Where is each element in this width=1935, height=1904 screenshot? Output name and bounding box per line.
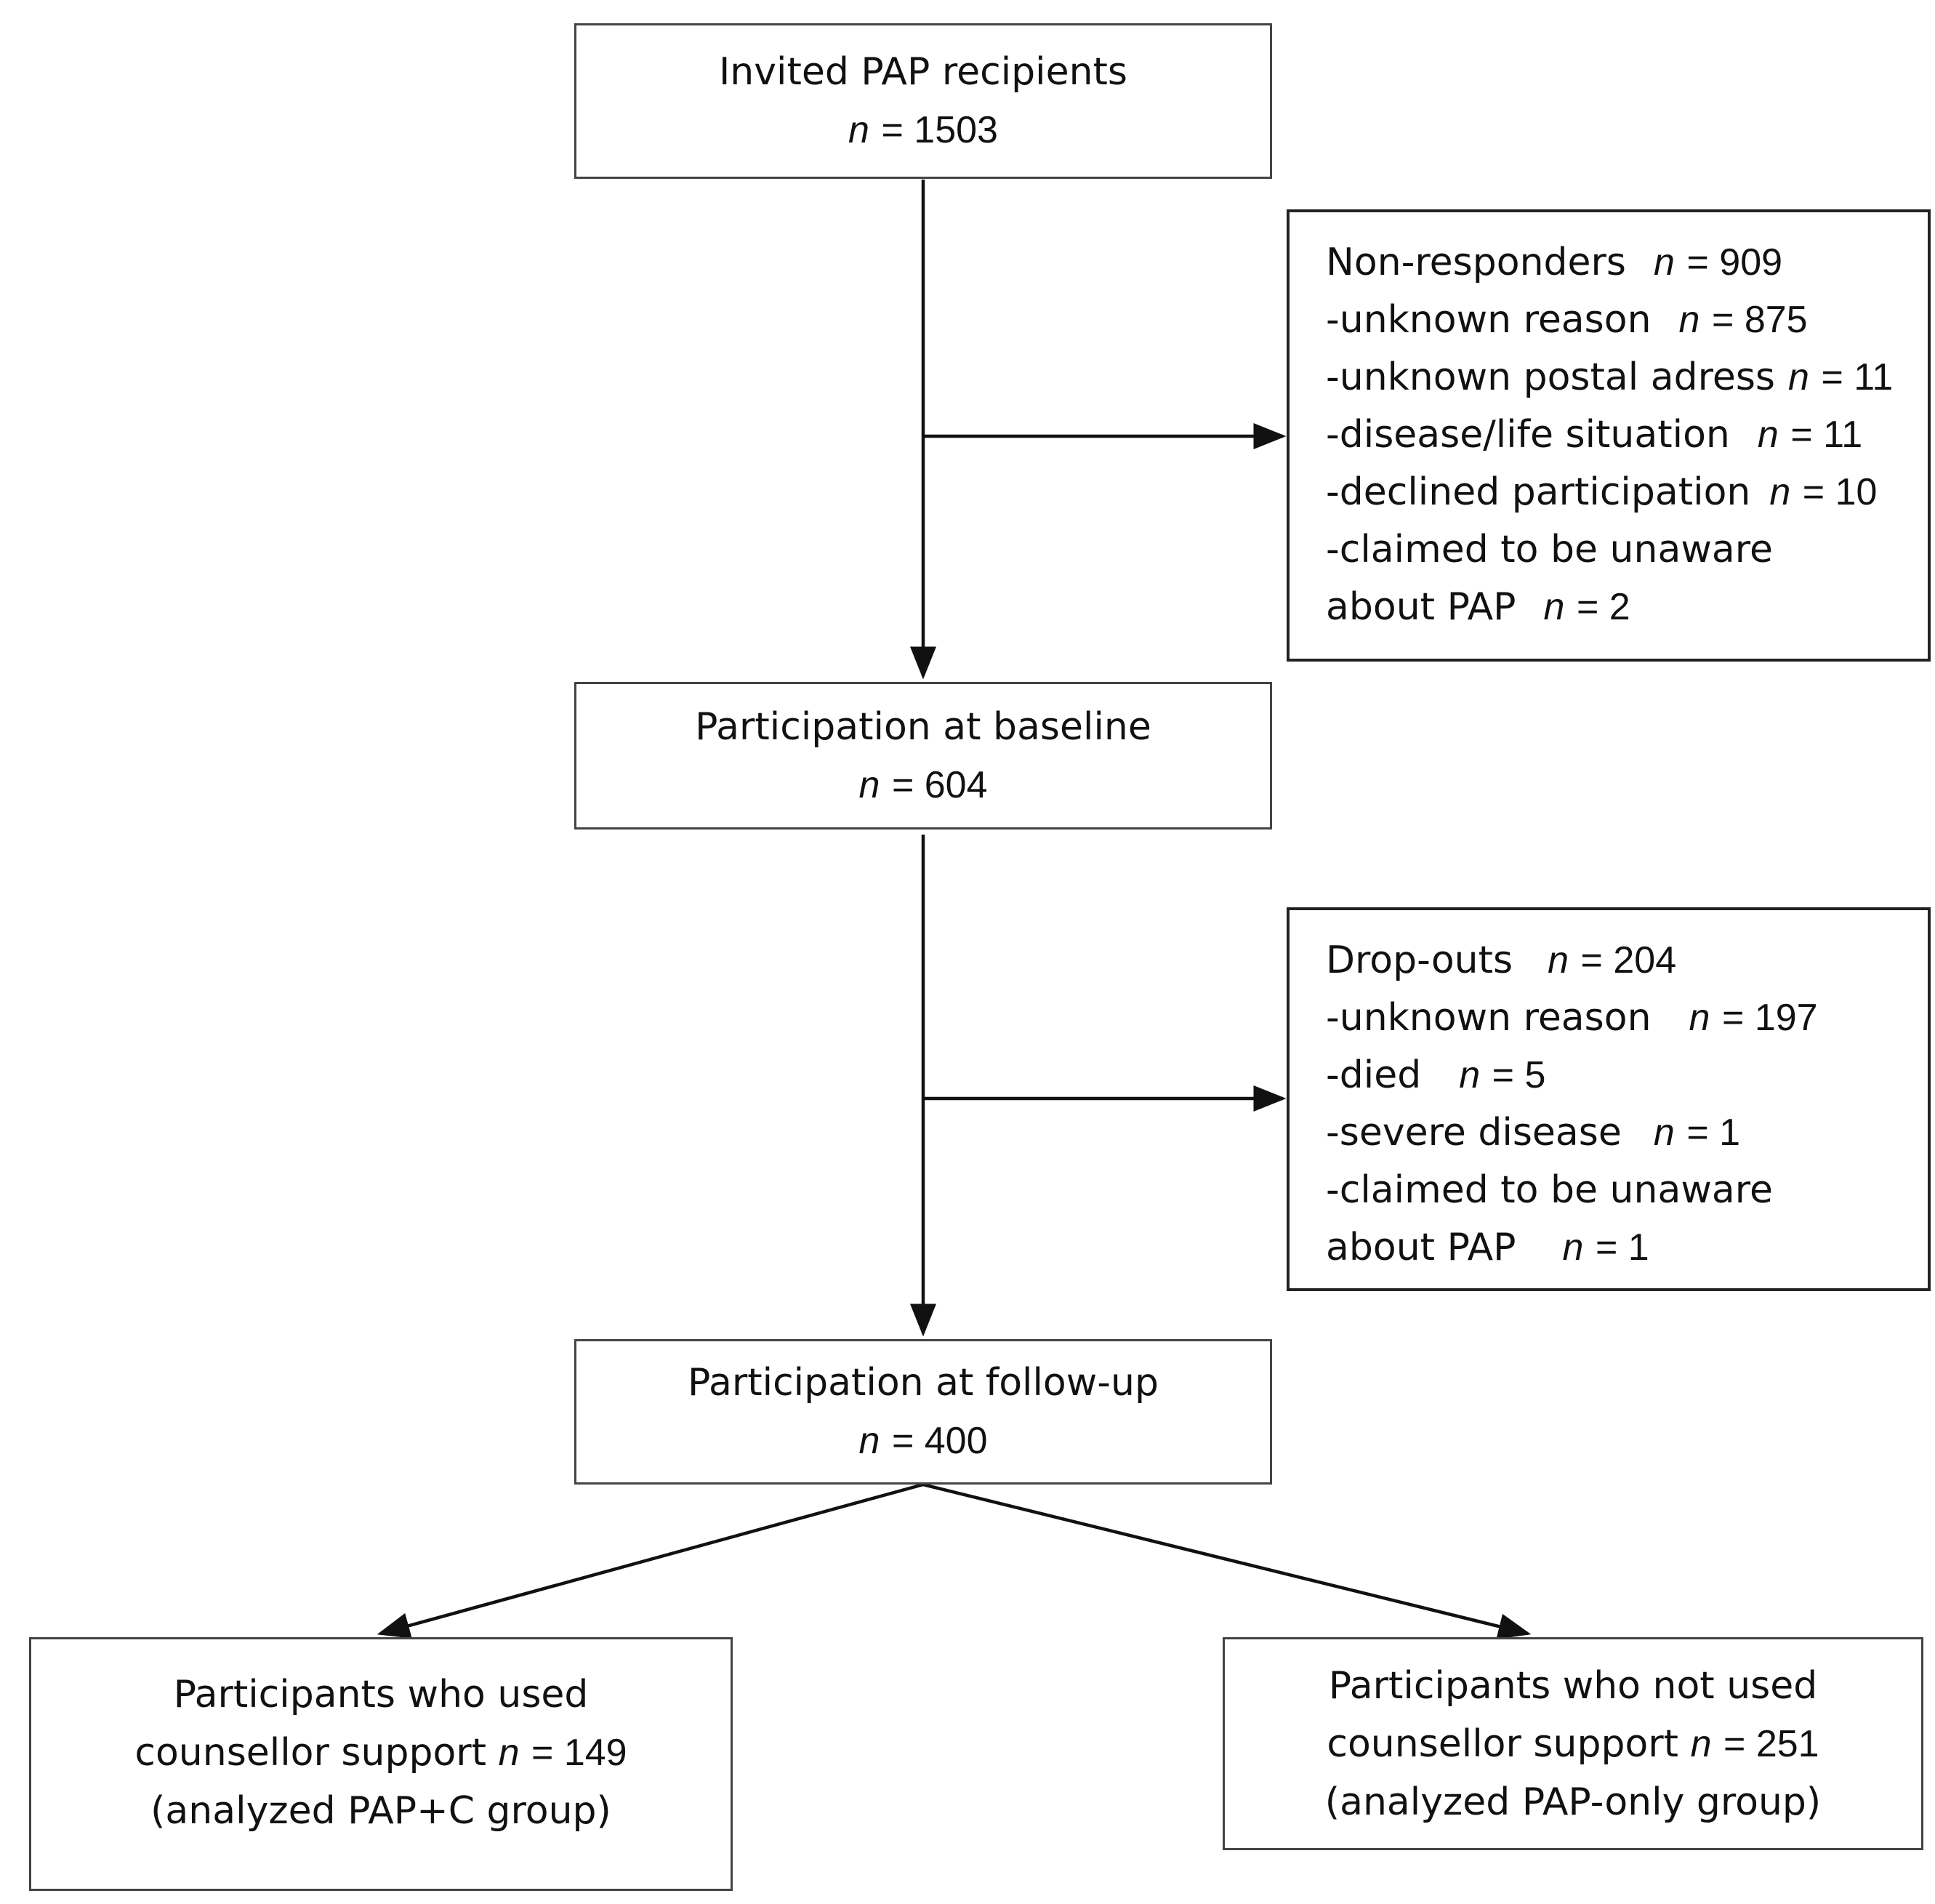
followup-title: Participation at follow-up xyxy=(687,1361,1159,1405)
line-text: Non-responders xyxy=(1326,241,1627,284)
dropouts-line: about PAP n = 1 xyxy=(1326,1219,1928,1277)
line-text: -died xyxy=(1326,1053,1422,1097)
nonresponders-line: -claimed to be unaware xyxy=(1326,521,1928,579)
n-symbol: n xyxy=(498,1732,520,1774)
n-symbol: n xyxy=(1653,1112,1675,1154)
dropouts-line: -unknown reason n = 197 xyxy=(1326,989,1928,1047)
pap-only-line3: (analyzed PAP-only group) xyxy=(1324,1780,1822,1824)
n-symbol: n xyxy=(1543,586,1565,628)
n-value: = 149 xyxy=(531,1732,627,1774)
line-text: -severe disease xyxy=(1326,1111,1622,1154)
line-text: about PAP xyxy=(1326,1226,1516,1269)
n-value: = 204 xyxy=(1580,939,1677,981)
invited-box: Invited PAP recipients n = 1503 xyxy=(574,23,1272,179)
dropouts-line: -claimed to be unaware xyxy=(1326,1162,1928,1219)
nonresponders-line: Non-responders n = 909 xyxy=(1326,234,1928,292)
n-value: = 1 xyxy=(1595,1226,1649,1269)
pap-c-line3: (analyzed PAP+C group) xyxy=(150,1789,611,1833)
pap-c-box: Participants who used counsellor support… xyxy=(29,1637,733,1891)
n-symbol: n xyxy=(1788,356,1809,398)
n-value: = 2 xyxy=(1576,586,1630,628)
line-text: counsellor support xyxy=(1327,1722,1679,1766)
n-symbol: n xyxy=(1562,1226,1584,1269)
n-symbol: n xyxy=(1654,241,1675,284)
nonresponders-line: -unknown reason n = 875 xyxy=(1326,292,1928,349)
n-symbol: n xyxy=(1689,997,1710,1039)
n-value: = 604 xyxy=(891,763,988,806)
pap-only-line1: Participants who not used xyxy=(1328,1663,1818,1708)
n-value: = 1 xyxy=(1686,1112,1741,1154)
line-text: -unknown reason xyxy=(1326,996,1652,1040)
n-symbol: n xyxy=(848,109,869,151)
n-symbol: n xyxy=(1459,1054,1481,1096)
invited-title: Invited PAP recipients xyxy=(718,50,1128,94)
n-value: = 11 xyxy=(1821,356,1894,398)
n-value: = 11 xyxy=(1790,414,1863,456)
n-symbol: n xyxy=(1548,939,1569,981)
nonresponders-line: -unknown postal adress n = 11 xyxy=(1326,349,1928,406)
followup-box: Participation at follow-up n = 400 xyxy=(574,1339,1272,1485)
n-symbol: n xyxy=(1769,471,1791,513)
n-symbol: n xyxy=(1757,414,1779,456)
followup-count: n = 400 xyxy=(858,1412,987,1470)
n-symbol: n xyxy=(858,763,880,806)
n-value: = 10 xyxy=(1802,471,1878,513)
n-value: = 875 xyxy=(1712,299,1808,341)
line-text: -unknown reason xyxy=(1326,298,1652,342)
nonresponders-line: about PAP n = 2 xyxy=(1326,579,1928,636)
line-text: Drop-outs xyxy=(1326,939,1513,982)
n-value: = 1503 xyxy=(881,109,998,151)
n-symbol: n xyxy=(1678,299,1700,341)
baseline-box: Participation at baseline n = 604 xyxy=(574,682,1272,830)
line-text: -disease/life situation xyxy=(1326,413,1730,457)
n-symbol: n xyxy=(858,1420,880,1462)
invited-count: n = 1503 xyxy=(848,101,998,159)
baseline-title: Participation at baseline xyxy=(695,704,1151,749)
line-text: -claimed to be unaware xyxy=(1326,1168,1773,1212)
line-text: counsellor support xyxy=(134,1731,487,1775)
pap-c-line1: Participants who used xyxy=(173,1673,589,1716)
n-value: = 251 xyxy=(1723,1722,1819,1765)
n-symbol: n xyxy=(1690,1722,1712,1765)
line-text: about PAP xyxy=(1326,585,1516,629)
baseline-count: n = 604 xyxy=(858,756,987,814)
line-text: -claimed to be unaware xyxy=(1326,528,1773,571)
pap-only-line2: counsellor support n = 251 xyxy=(1327,1715,1819,1773)
pap-only-box: Participants who not used counsellor sup… xyxy=(1223,1637,1923,1850)
arrow-to-pap-only xyxy=(922,1482,1532,1639)
n-value: = 400 xyxy=(891,1420,988,1462)
line-text: -unknown postal adress xyxy=(1326,356,1776,399)
pap-c-line2: counsellor support n = 149 xyxy=(134,1724,627,1782)
line-text: -declined participation xyxy=(1326,470,1751,514)
dropouts-line: Drop-outs n = 204 xyxy=(1326,932,1928,989)
nonresponders-line: -disease/life situation n = 11 xyxy=(1326,406,1928,464)
n-value: = 5 xyxy=(1492,1054,1546,1096)
arrow-to-pap-c xyxy=(377,1482,924,1639)
nonresponders-line: -declined participation n = 10 xyxy=(1326,464,1928,521)
n-value: = 197 xyxy=(1722,997,1818,1039)
dropouts-line: -died n = 5 xyxy=(1326,1047,1928,1104)
n-value: = 909 xyxy=(1686,241,1783,284)
dropouts-line: -severe disease n = 1 xyxy=(1326,1104,1928,1162)
